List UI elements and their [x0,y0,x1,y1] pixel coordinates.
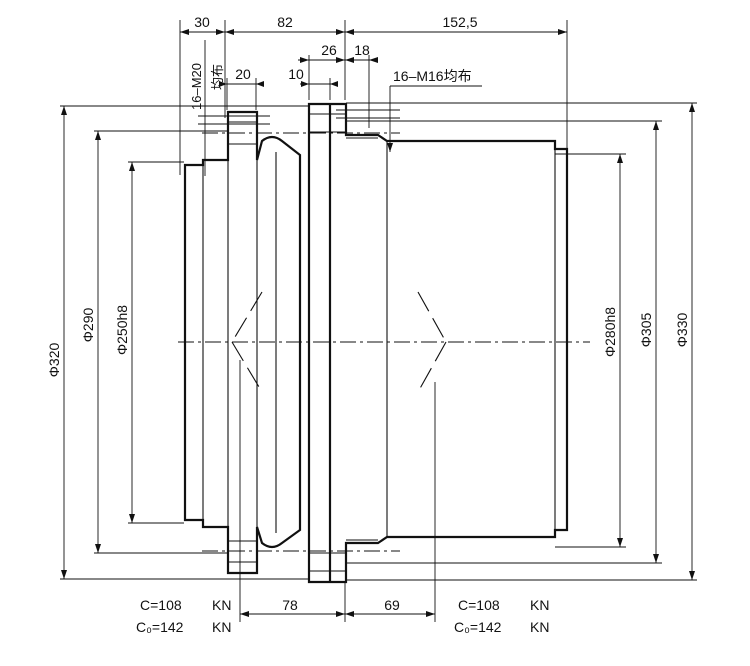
dim-18: 18 [354,42,370,58]
dim-phi-250h8: Φ250h8 [114,305,130,355]
load-ratings-right: C=108 KN C₀=142 KN [454,597,549,635]
bolt-label-right: 16–M16均布 [393,68,472,84]
bolt-label-left: 16–M20 [189,63,204,110]
rating-right-c0: C₀=142 [454,619,502,635]
dim-82: 82 [277,14,293,30]
load-ratings-left: C=108 KN C₀=142 KN [136,597,231,635]
dimension-lines [60,20,697,622]
dim-26: 26 [321,42,337,58]
rating-right-c0-unit: KN [530,619,549,635]
centerlines [178,132,590,552]
rating-left-c0-unit: KN [212,619,231,635]
dim-30: 30 [194,14,210,30]
left-flange [183,110,302,575]
rating-left-c0: C₀=142 [136,619,184,635]
hidden-lines [231,291,447,393]
rating-right-c: C=108 [458,597,500,613]
dim-phi-305: Φ305 [638,313,654,348]
dim-phi-290: Φ290 [80,308,96,343]
dim-78: 78 [282,597,298,613]
dim-69: 69 [384,597,400,613]
dim-phi-280h8: Φ280h8 [602,307,618,357]
dimension-labels: 30 82 152,5 26 18 10 20 16–M16均布 16–M20 … [46,14,690,613]
dim-152-5: 152,5 [442,14,477,30]
arrowheads [61,29,695,617]
rating-left-c-unit: KN [212,597,231,613]
bolt-label-left-note: 均布 [210,64,225,90]
dim-20: 20 [235,66,251,82]
dim-10: 10 [288,66,304,82]
rating-left-c: C=108 [140,597,182,613]
dim-phi-320: Φ320 [46,343,62,378]
dim-phi-330: Φ330 [674,313,690,348]
rating-right-c-unit: KN [530,597,549,613]
right-housing [307,102,569,584]
